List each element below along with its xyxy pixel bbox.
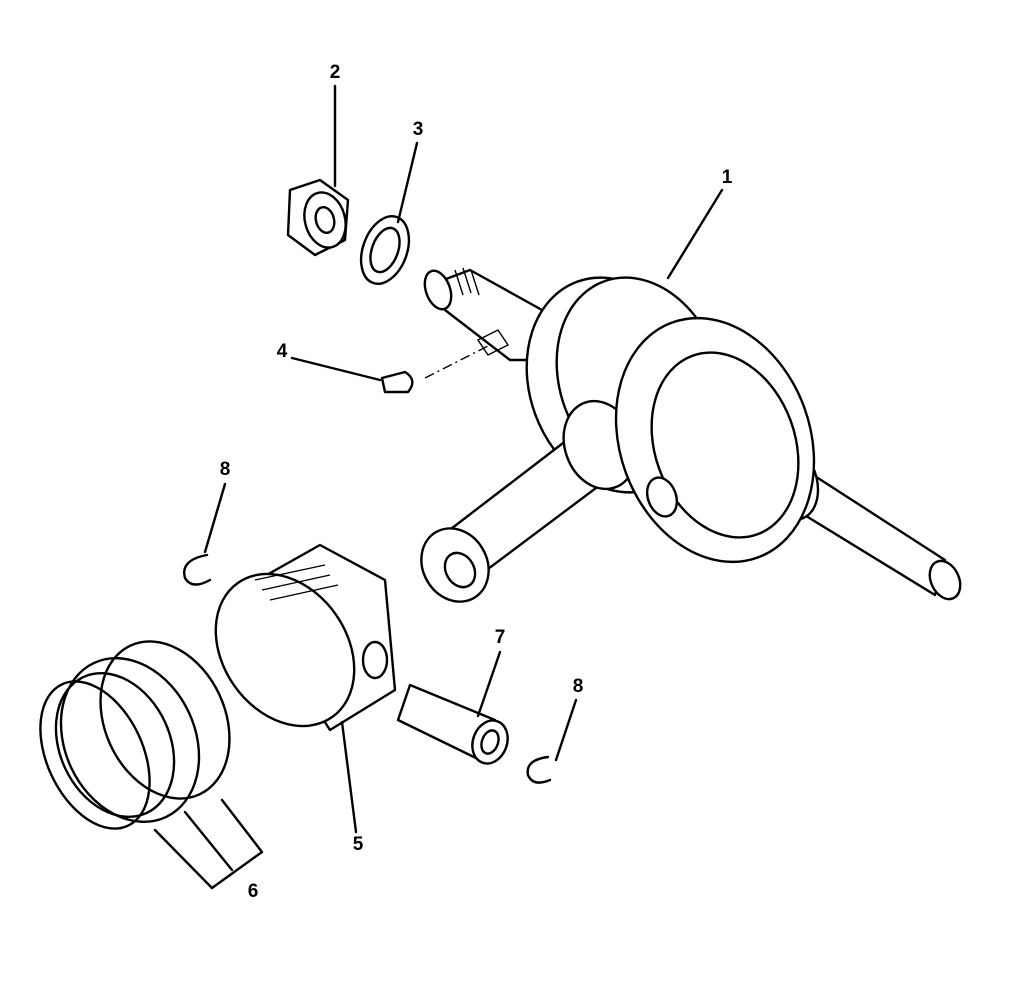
nut-drawing [286, 178, 350, 257]
circlip-drawing [526, 755, 552, 784]
key-centerline [424, 344, 491, 379]
piston-drawing [214, 543, 397, 732]
callout-2: 2 [329, 62, 341, 83]
crankshaft-drawing [420, 267, 962, 603]
key-drawing [380, 370, 414, 394]
circlip-drawing [183, 553, 212, 586]
callout-8-left: 8 [219, 459, 231, 480]
piston-pin-drawing [396, 683, 509, 765]
callout-3: 3 [412, 119, 424, 140]
callout-4: 4 [276, 341, 288, 362]
washer-drawing [359, 215, 411, 285]
callout-5: 5 [352, 834, 364, 855]
callout-8-right: 8 [572, 676, 584, 697]
piston-rings-drawing [39, 640, 231, 830]
callout-6: 6 [247, 881, 259, 902]
callout-1: 1 [721, 167, 733, 188]
callout-7: 7 [494, 627, 506, 648]
leader-lines [153, 84, 724, 890]
